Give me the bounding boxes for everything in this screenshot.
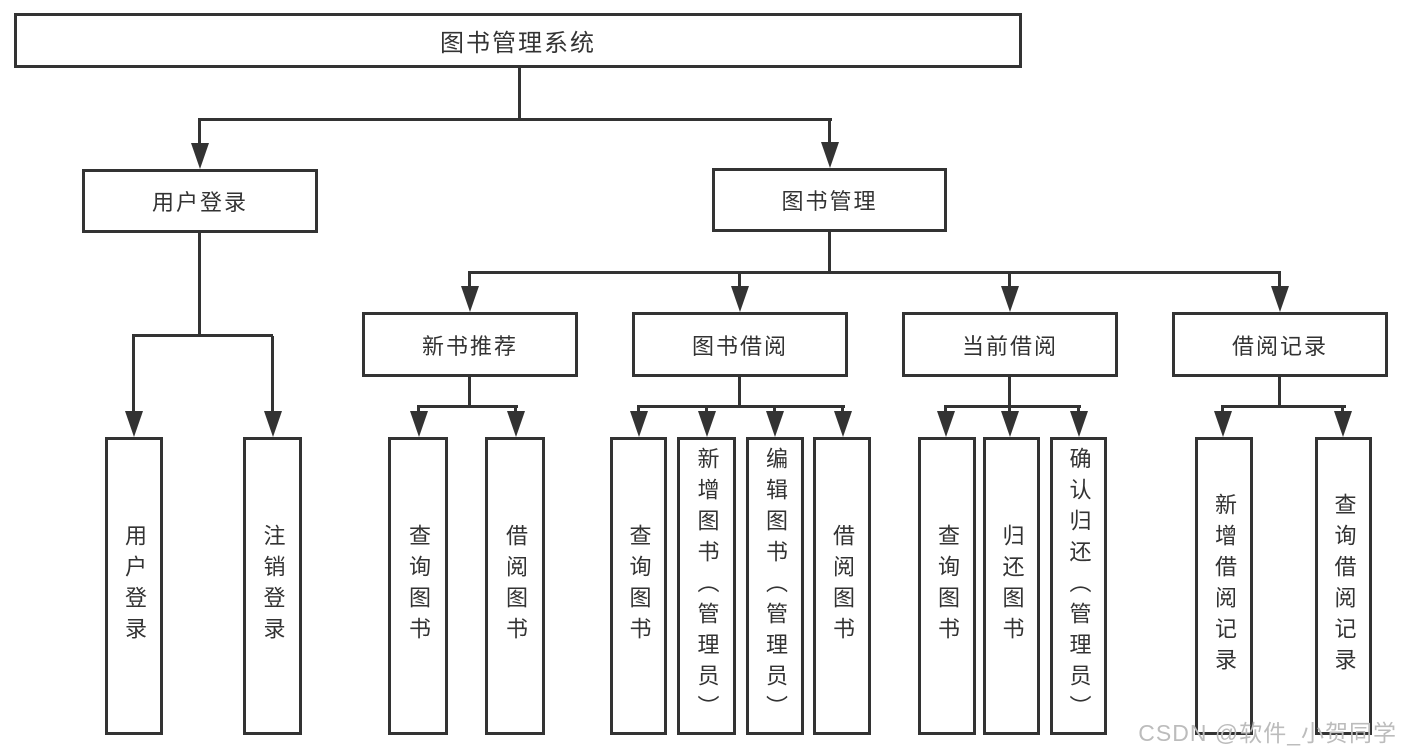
leaf-add-borrow-record-label: 新增借阅记录 — [1212, 493, 1237, 679]
leaf-edit-book-admin: 编辑图书（管理员） — [746, 437, 804, 735]
arrow-down-icon — [1271, 286, 1289, 312]
leaf-borrow-books-borrow-label: 借阅图书 — [830, 524, 855, 648]
leaf-query-books-newbook: 查询图书 — [388, 437, 448, 735]
connector-line — [637, 407, 640, 413]
node-book-management: 图书管理 — [712, 168, 947, 232]
node-user-login: 用户登录 — [82, 169, 318, 233]
arrow-down-icon — [821, 142, 839, 168]
leaf-return-books-label: 归还图书 — [999, 524, 1025, 648]
connector-line — [1077, 407, 1080, 413]
arrow-down-icon — [1334, 411, 1352, 437]
connector-line — [828, 120, 831, 146]
arrow-down-icon — [125, 411, 143, 437]
arrow-down-icon — [630, 411, 648, 437]
leaf-query-books-borrow-label: 查询图书 — [626, 524, 652, 648]
connector-line — [1008, 407, 1011, 413]
node-new-book-recommend-label: 新书推荐 — [421, 333, 518, 359]
connector-line — [1221, 405, 1346, 408]
connector-line — [417, 407, 420, 413]
connector-line — [828, 232, 831, 273]
arrow-down-icon — [1001, 286, 1019, 312]
connector-line — [1008, 377, 1011, 407]
arrow-down-icon — [1070, 411, 1088, 437]
leaf-add-borrow-record: 新增借阅记录 — [1195, 437, 1253, 735]
connector-line — [198, 120, 201, 146]
connector-line — [417, 405, 518, 408]
csdn-watermark: CSDN @软件_小贺同学 — [1138, 720, 1397, 746]
connector-line — [738, 377, 741, 407]
arrow-down-icon — [461, 286, 479, 312]
node-current-borrow-label: 当前借阅 — [961, 333, 1058, 359]
leaf-query-books-current: 查询图书 — [918, 437, 976, 735]
connector-line — [841, 407, 844, 413]
arrow-down-icon — [264, 411, 282, 437]
connector-line — [1278, 273, 1281, 289]
leaf-query-books-borrow: 查询图书 — [610, 437, 667, 735]
leaf-query-books-current-label: 查询图书 — [935, 524, 960, 648]
arrow-down-icon — [507, 411, 525, 437]
node-library-system: 图书管理系统 — [14, 13, 1022, 68]
node-new-book-recommend: 新书推荐 — [362, 312, 578, 377]
leaf-edit-book-admin-label: 编辑图书（管理员） — [763, 446, 788, 726]
connector-line — [132, 336, 135, 413]
leaf-borrow-books-borrow: 借阅图书 — [813, 437, 871, 735]
leaf-query-borrow-record: 查询借阅记录 — [1315, 437, 1372, 735]
leaf-add-book-admin-label: 新增图书（管理员） — [694, 446, 720, 726]
connector-line — [944, 407, 947, 413]
node-book-management-label: 图书管理 — [781, 189, 878, 214]
node-user-login-label: 用户登录 — [151, 190, 248, 215]
connector-line — [637, 405, 845, 408]
leaf-query-books-newbook-label: 查询图书 — [406, 524, 431, 648]
connector-line — [518, 68, 521, 120]
connector-line — [468, 377, 471, 407]
node-borrow-records: 借阅记录 — [1172, 312, 1388, 377]
connector-line — [468, 273, 471, 289]
connector-line — [1221, 407, 1224, 413]
leaf-query-borrow-record-label: 查询借阅记录 — [1331, 493, 1357, 679]
leaf-borrow-books-newbook-label: 借阅图书 — [503, 524, 528, 648]
connector-line — [198, 233, 201, 337]
leaf-logout-label: 注销登录 — [260, 524, 286, 648]
arrow-down-icon — [410, 411, 428, 437]
arrow-down-icon — [937, 411, 955, 437]
connector-line — [1278, 377, 1281, 407]
connector-line — [198, 118, 832, 121]
leaf-confirm-return-admin-label: 确认归还（管理员） — [1066, 446, 1092, 726]
node-book-borrow: 图书借阅 — [632, 312, 848, 377]
connector-line — [705, 407, 708, 413]
arrow-down-icon — [1001, 411, 1019, 437]
leaf-return-books: 归还图书 — [983, 437, 1040, 735]
connector-line — [773, 407, 776, 413]
leaf-user-login: 用户登录 — [105, 437, 163, 735]
leaf-borrow-books-newbook: 借阅图书 — [485, 437, 545, 735]
node-borrow-records-label: 借阅记录 — [1231, 333, 1328, 359]
node-library-system-label: 图书管理系统 — [440, 30, 596, 57]
connector-line — [271, 336, 274, 413]
arrow-down-icon — [834, 411, 852, 437]
connector-line — [944, 405, 1081, 408]
connector-line — [468, 271, 1281, 274]
arrow-down-icon — [766, 411, 784, 437]
node-book-borrow-label: 图书借阅 — [691, 333, 788, 359]
leaf-add-book-admin: 新增图书（管理员） — [677, 437, 736, 735]
arrow-down-icon — [698, 411, 716, 437]
connector-line — [1008, 273, 1011, 289]
node-current-borrow: 当前借阅 — [902, 312, 1118, 377]
connector-line — [1341, 407, 1344, 413]
connector-line — [514, 407, 517, 413]
leaf-logout: 注销登录 — [243, 437, 302, 735]
arrow-down-icon — [191, 143, 209, 169]
arrow-down-icon — [731, 286, 749, 312]
arrow-down-icon — [1214, 411, 1232, 437]
connector-line — [132, 334, 273, 337]
leaf-user-login-label: 用户登录 — [122, 524, 147, 648]
connector-line — [738, 273, 741, 289]
leaf-confirm-return-admin: 确认归还（管理员） — [1050, 437, 1107, 735]
